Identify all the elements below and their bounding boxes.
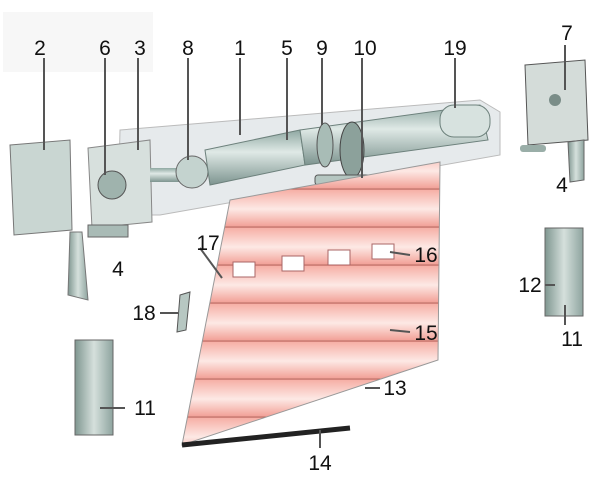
label-2: 2 [34,37,46,60]
bottom-bar-part-14 [181,425,351,448]
label-11-left: 11 [134,397,156,420]
label-15: 15 [414,322,437,345]
label-11-right: 11 [561,328,583,351]
guide-entry-right [567,139,585,183]
lock-part-18 [176,291,191,333]
guide-rail-part-11-left [74,339,114,436]
label-14: 14 [308,452,332,475]
label-8: 8 [182,37,194,60]
motor-part-19 [439,104,491,138]
clip-part-4-right [520,145,546,152]
guide-entry-left [67,231,89,301]
label-16: 16 [414,244,437,267]
label-9: 9 [316,37,328,60]
guide-rail-part-11-right [544,227,584,317]
label-7: 7 [561,22,573,45]
label-18: 18 [132,302,155,325]
label-4-right: 4 [556,174,568,197]
label-10: 10 [353,37,376,60]
end-cap-part-2 [9,139,73,236]
label-13: 13 [383,377,406,400]
end-cap-center [549,94,561,106]
label-12: 12 [518,274,541,297]
label-3: 3 [134,37,146,60]
pulley-part-8 [175,155,209,189]
label-5: 5 [281,37,293,60]
clip-part-4-left [87,224,129,238]
label-19: 19 [443,37,466,60]
label-17: 17 [196,232,219,255]
shutter-curtain [181,161,441,446]
ring-part-9 [316,122,334,168]
bearing-part-6 [97,170,127,200]
label-1: 1 [234,37,246,60]
callout-labels: 2 6 3 8 1 5 9 10 19 7 4 4 17 16 18 15 12… [34,22,583,475]
faint-note-box [3,12,153,72]
leader-lines [43,45,566,448]
wheel-part-10 [339,121,365,179]
slat-windows [232,243,395,278]
label-6: 6 [99,37,111,60]
label-4-left: 4 [112,258,124,281]
